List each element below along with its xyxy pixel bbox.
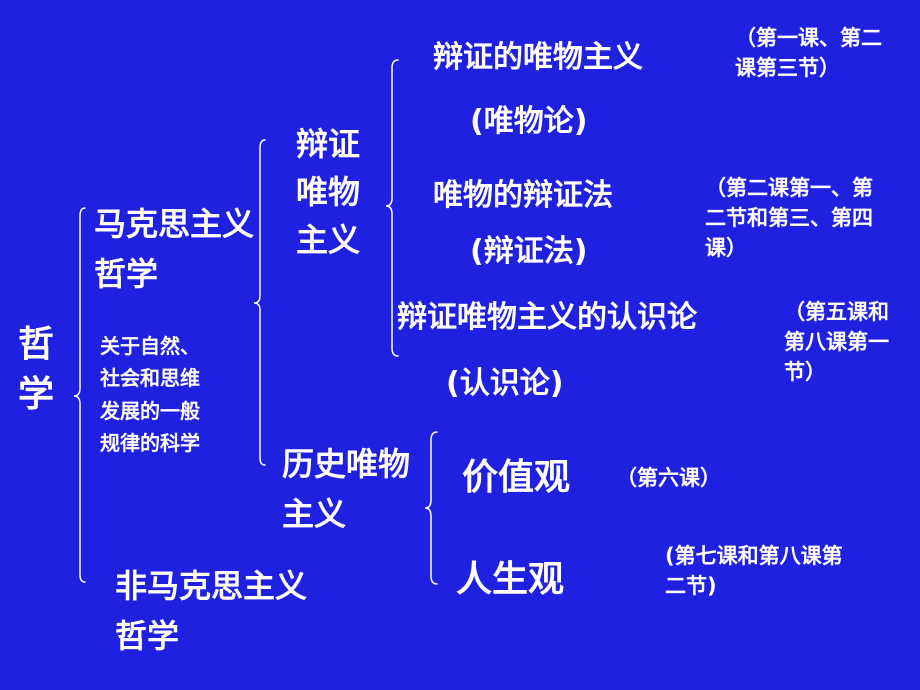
non-marxist-label: 非马克思主义哲学 bbox=[115, 567, 308, 655]
epistemology-subtitle: (认识论) bbox=[446, 366, 564, 401]
outlook-on-life-title: 人生观 bbox=[456, 559, 565, 600]
values-title: 价值观 bbox=[462, 457, 571, 498]
dialectics-title: 唯物的辩证法 bbox=[433, 178, 613, 213]
epistemology-title: 辩证唯物主义的认识论 bbox=[397, 300, 697, 335]
marxist-description: 关于自然、社会和思维发展的一般规律的科学 bbox=[100, 334, 200, 456]
outlook-on-life-note: (第七课和第八课第二节) bbox=[665, 544, 843, 598]
brace-historical bbox=[424, 431, 438, 585]
materialism-subtitle: (唯物论) bbox=[470, 104, 588, 139]
epistemology-note: （第五课和第八课第一节） bbox=[784, 300, 889, 384]
brace-root bbox=[73, 207, 86, 583]
root-label: 哲学 bbox=[18, 324, 55, 416]
dialectics-subtitle: (辩证法) bbox=[470, 234, 588, 269]
dialectical-label: 辩证唯物主义 bbox=[296, 125, 361, 259]
values-note: （第六课） bbox=[616, 466, 721, 490]
brace-marxist bbox=[253, 139, 266, 466]
materialism-title: 辩证的唯物主义 bbox=[433, 40, 643, 75]
materialism-note: （第一课、第二课第三节） bbox=[735, 26, 882, 80]
dialectics-note: （第二课第一、第二节和第三、第四课） bbox=[705, 176, 873, 260]
historical-label: 历史唯物主义 bbox=[282, 445, 411, 533]
marxist-label: 马克思主义哲学 bbox=[94, 205, 255, 293]
brace-dialectical bbox=[385, 59, 399, 357]
